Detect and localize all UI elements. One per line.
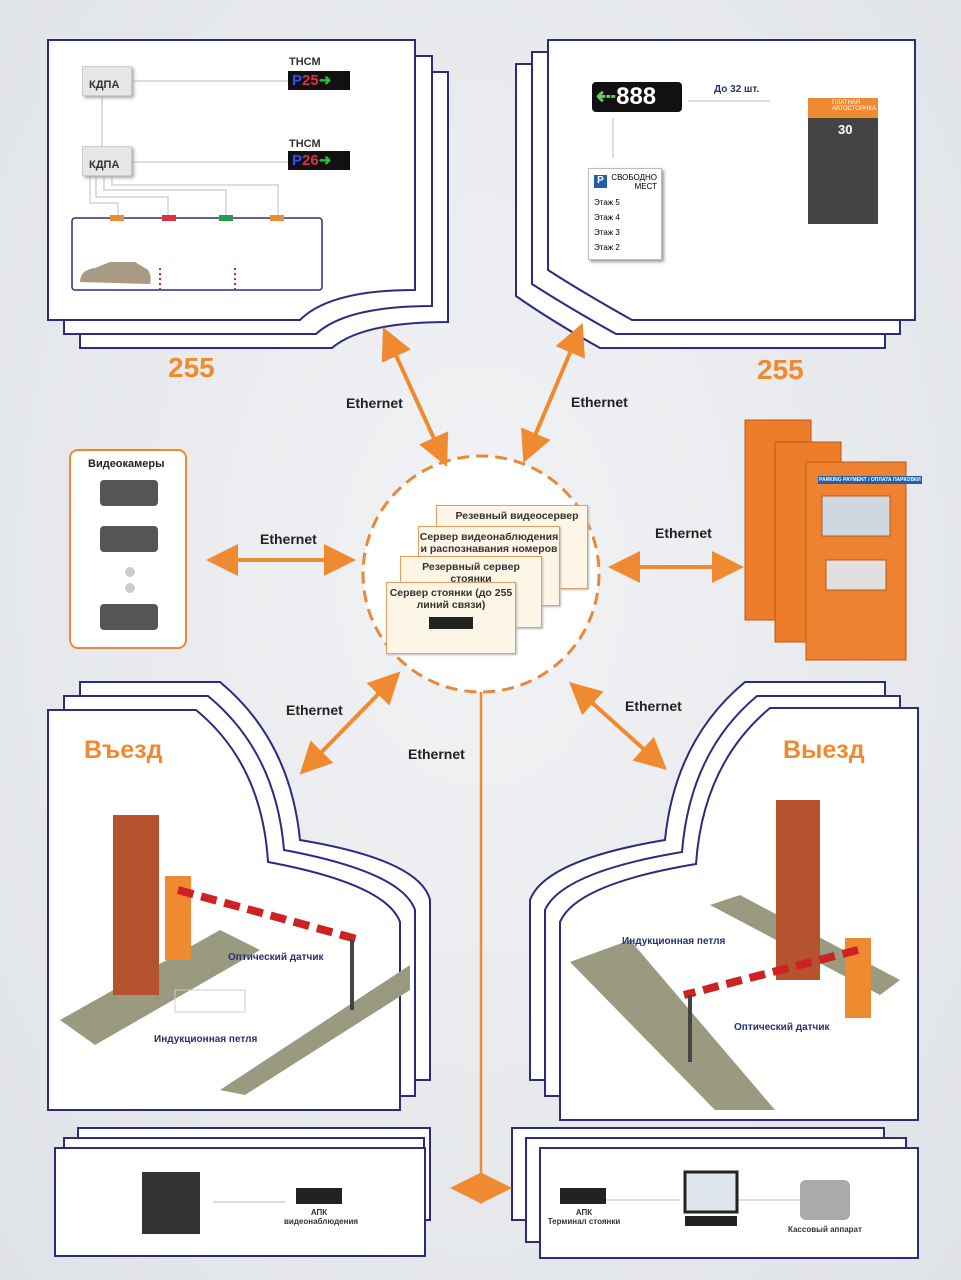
pc-monitor-icon xyxy=(683,1170,739,1214)
server-card-main: Сервер стоянки (до 255 линий связи) xyxy=(386,582,516,654)
cash-register-label: Кассовый аппарат xyxy=(788,1225,862,1234)
ticket-terminal xyxy=(776,800,820,980)
sensor-orange xyxy=(270,215,284,221)
server-box-icon xyxy=(429,617,473,629)
apk-line: АПК xyxy=(310,1208,328,1217)
ethernet-label: Ethernet xyxy=(655,525,712,541)
ethernet-label: Ethernet xyxy=(408,746,465,762)
display-value: 26 xyxy=(302,152,319,169)
green-arrow-icon: ➜ xyxy=(318,72,332,89)
kiosk-label-ru: ОПЛАТА ПАРКОВКИ xyxy=(870,477,921,483)
controller-box: КДПА xyxy=(82,146,132,176)
sensor-green xyxy=(219,215,233,221)
camera-icon xyxy=(100,480,158,506)
controller-box: КДПА xyxy=(82,66,132,96)
barrier-arm xyxy=(682,946,860,999)
entry-title: Въезд xyxy=(84,736,163,764)
apk-line: Терминал стоянки xyxy=(547,1217,621,1226)
ethernet-label: Ethernet xyxy=(625,698,682,714)
arrow-left-icon: ⇠ xyxy=(596,83,617,110)
panel-entry xyxy=(47,709,401,1111)
title-line: МЕСТ xyxy=(634,182,657,191)
display-label: ТНСМ xyxy=(289,56,321,68)
exit-title: Выезд xyxy=(783,736,865,764)
monitor-icon xyxy=(142,1172,200,1234)
road xyxy=(570,940,775,1110)
cash-register-icon xyxy=(800,1180,850,1220)
led-display: P25➜ xyxy=(288,71,350,90)
kiosk-label: PARKING PAYMENT / ОПЛАТА ПАРКОВКИ xyxy=(818,476,922,484)
floor-item: Этаж 4 xyxy=(594,213,620,222)
sensor-red xyxy=(162,215,176,221)
apk-box xyxy=(296,1188,342,1204)
optical-sensor-label: Оптический датчик xyxy=(734,1022,830,1033)
apk-line: АПК xyxy=(575,1208,593,1217)
floor-item: Этаж 5 xyxy=(594,198,620,207)
p-letter: P xyxy=(292,72,303,89)
floor-list: Этаж 5 Этаж 4 Этаж 3 Этаж 2 xyxy=(594,195,620,255)
ethernet-arrow xyxy=(381,327,449,467)
parking-icon: P xyxy=(594,175,607,188)
server-label: Сервер стоянки (до 255 линий связи) xyxy=(389,587,513,611)
cameras-title: Видеокамеры xyxy=(88,458,165,470)
green-arrow-icon: ➜ xyxy=(318,152,332,169)
direction-display: ⇠888 xyxy=(592,82,682,112)
p-letter: P xyxy=(292,152,303,169)
car-icon xyxy=(80,262,151,284)
ethernet-label: Ethernet xyxy=(346,395,403,411)
optical-sensor-label: Оптический датчик xyxy=(228,952,324,963)
kiosk-label-en: PARKING PAYMENT xyxy=(819,477,867,483)
road xyxy=(220,965,410,1095)
camera-icon xyxy=(100,604,158,630)
count-label: 255 xyxy=(757,354,804,385)
apk-box xyxy=(560,1188,606,1204)
barrier-arm xyxy=(176,886,362,944)
induction-loop-label: Индукционная петля xyxy=(622,936,726,947)
display-value: 25 xyxy=(302,72,319,89)
display-digits: 888 xyxy=(616,83,657,110)
road xyxy=(60,930,260,1045)
floor-item: Этаж 3 xyxy=(594,228,620,237)
camera-icon xyxy=(100,526,158,552)
ethernet-arrow xyxy=(569,681,667,771)
ethernet-label: Ethernet xyxy=(571,394,628,410)
title-line: СВОБОДНО xyxy=(611,173,657,182)
floor-item: Этаж 2 xyxy=(594,243,620,252)
board-value: 30 xyxy=(838,122,853,137)
led-display: P26➜ xyxy=(288,151,350,170)
ethernet-label: Ethernet xyxy=(286,702,343,718)
ticket-terminal xyxy=(113,815,159,995)
count-label: 255 xyxy=(168,352,215,383)
ethernet-label: Ethernet xyxy=(260,531,317,547)
sensor-orange xyxy=(110,215,124,221)
up-to-label: До 32 шт. xyxy=(714,84,760,95)
ethernet-arrow xyxy=(299,671,401,775)
paid-parking-board: ПЛАТНАЯ АВТОСТОЯНКА 30 xyxy=(808,98,878,224)
board-title: ПЛАТНАЯ АВТОСТОЯНКА xyxy=(832,100,876,112)
ethernet-arrow xyxy=(521,322,585,464)
apk-line: видеонаблюдения xyxy=(284,1217,359,1226)
display-label: ТНСМ xyxy=(289,138,321,150)
induction-loop-label: Индукционная петля xyxy=(154,1034,258,1045)
